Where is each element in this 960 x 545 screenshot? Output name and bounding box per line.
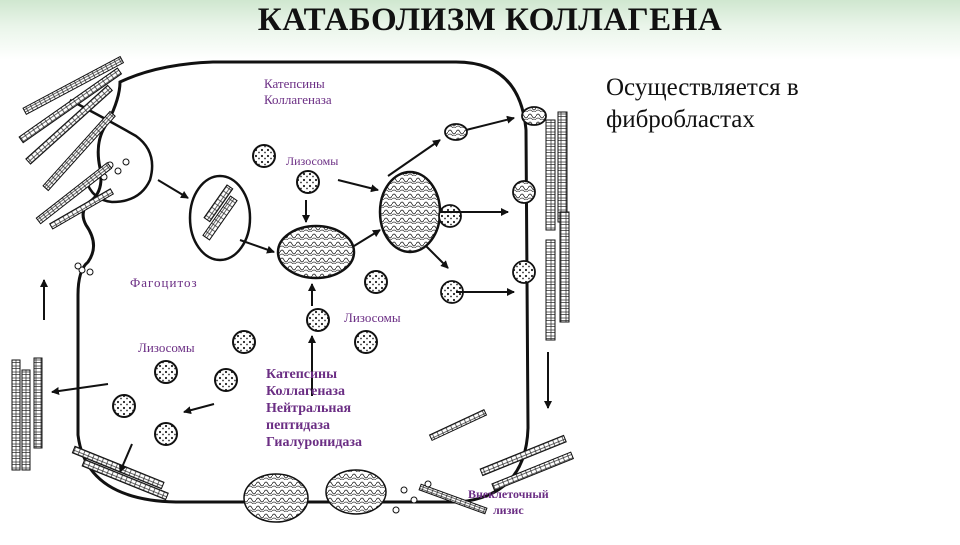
enzymes-top-label: Катепсины Коллагеназа xyxy=(264,76,332,108)
side-note: Осуществляется в фибробластах xyxy=(606,72,936,136)
collagen-fibrils-right xyxy=(545,111,570,341)
enzyme-collagenase-2: Коллагеназа xyxy=(266,384,346,399)
extracellular-lysis-line-2: лизис xyxy=(492,503,524,517)
enzyme-hyaluronidase: Гиалуронидаза xyxy=(266,435,363,450)
central-digestive-vacuole xyxy=(276,224,356,280)
lysosomes-top-label: Лизосомы xyxy=(286,154,339,168)
released-vesicles xyxy=(438,106,547,304)
enzyme-peptidase: пептидаза xyxy=(266,418,330,433)
collagen-fibrils-bottom xyxy=(71,408,575,515)
enzyme-collagenase: Коллагеназа xyxy=(264,92,332,107)
lysosomes-left-label: Лизосомы xyxy=(138,340,195,355)
collagen-catabolism-diagram: Катепсины Коллагеназа Лизосомы Фагоцитоз… xyxy=(8,40,588,540)
enzyme-cathepsins: Катепсины xyxy=(264,76,325,91)
pathway-arrows xyxy=(40,115,552,473)
side-note-line-2: фибробластах xyxy=(606,106,755,133)
extracellular-lysis-line-1: Внеклеточный xyxy=(468,487,549,501)
enzyme-cathepsins-2: Катепсины xyxy=(266,367,338,382)
phagocytosis-label: Фагоцитоз xyxy=(130,275,198,290)
phagosome-left xyxy=(188,174,252,262)
lysosomes xyxy=(112,144,388,446)
extracellular-debris xyxy=(243,469,432,523)
phagolysosome-right xyxy=(378,170,442,254)
extracellular-lysis-label: Внеклеточный лизис xyxy=(468,486,549,518)
title-band xyxy=(0,0,960,60)
enzymes-bottom-label: Катепсины Коллагеназа Нейтральная пептид… xyxy=(266,366,362,451)
lysosomes-middle-label: Лизосомы xyxy=(344,310,401,325)
collagen-fibrils-top-left xyxy=(18,55,125,230)
side-note-line-1: Осуществляется в xyxy=(606,74,799,101)
enzyme-neutral: Нейтральная xyxy=(266,401,352,416)
diagram-drawing xyxy=(11,55,575,523)
collagen-fibrils-left xyxy=(11,357,43,471)
page-title: КАТАБОЛИЗМ КОЛЛАГЕНА xyxy=(257,2,723,38)
phagocytic-cup xyxy=(69,98,154,276)
